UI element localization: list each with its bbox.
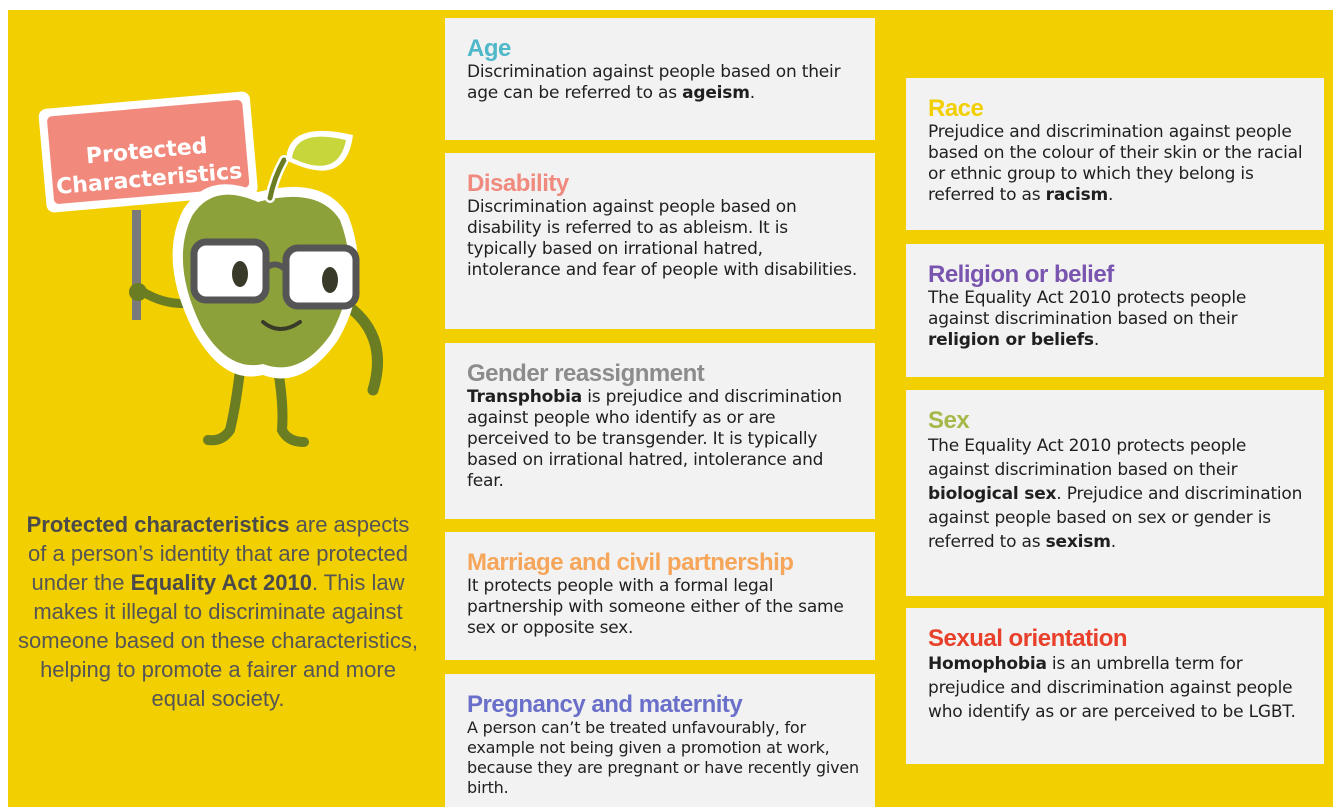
sign-pole: [132, 210, 141, 320]
card-marriage-text: It protects people with a formal legal p…: [467, 576, 844, 638]
intro-act: Equality Act 2010: [130, 570, 312, 595]
card-marriage-title: Marriage and civil partnership: [467, 549, 794, 576]
card-sexual-orientation: Sexual orientation Homophobia is an umbr…: [906, 608, 1324, 764]
mascot-left-eye: [232, 261, 248, 287]
card-disability-text: Discrimination against people based on d…: [467, 197, 858, 280]
card-gender-reassignment: Gender reassignment Transphobia is preju…: [445, 343, 875, 519]
card-sex-term-1: biological sex: [928, 484, 1057, 504]
card-pregnancy: Pregnancy and maternity A person can’t b…: [445, 674, 875, 807]
intro-text-2: . This law makes it illegal to discrimin…: [18, 570, 418, 711]
card-age-text-1: Discrimination against people based on t…: [467, 62, 841, 103]
card-orientation-term: Homophobia: [928, 654, 1047, 674]
card-pregnancy-text: A person can’t be treated unfavourably, …: [467, 718, 859, 797]
card-gender-term: Transphobia: [467, 387, 583, 407]
apple-stem-inner: [267, 157, 287, 201]
card-religion-text-1: The Equality Act 2010 protects people ag…: [928, 288, 1247, 329]
apple-leaf: [292, 136, 346, 166]
card-race: Race Prejudice and discrimination agains…: [906, 78, 1324, 230]
apple-mascot-illustration: [38, 91, 383, 447]
mascot-right-arm: [347, 304, 383, 396]
card-religion-title: Religion or belief: [928, 261, 1114, 288]
card-sex-text-3: .: [1110, 532, 1116, 552]
card-religion-text: The Equality Act 2010 protects people ag…: [928, 288, 1310, 351]
card-gender-text-1: is prejudice and discrimination against …: [467, 387, 842, 491]
card-religion-text-2: .: [1093, 330, 1100, 350]
mascot-left-hand: [129, 283, 147, 301]
card-pregnancy-title: Pregnancy and maternity: [467, 691, 743, 718]
infographic-canvas: Protected Characteristics Protected char…: [8, 10, 1333, 807]
card-orientation-text: Homophobia is an umbrella term for preju…: [928, 652, 1310, 724]
card-disability-title: Disability: [467, 170, 569, 197]
card-sex-text-1: The Equality Act 2010 protects people ag…: [928, 436, 1247, 480]
card-race-text-1: Prejudice and discrimination against peo…: [928, 122, 1303, 205]
card-race-text: Prejudice and discrimination against peo…: [928, 122, 1310, 206]
mascot-right-eye: [322, 267, 338, 293]
card-disability: Disability Discrimination against people…: [445, 153, 875, 329]
card-religion-term: religion or beliefs: [928, 330, 1094, 350]
mascot-left-leg: [203, 365, 245, 446]
card-gender-text: Transphobia is prejudice and discriminat…: [467, 387, 861, 492]
card-religion: Religion or belief The Equality Act 2010…: [906, 244, 1324, 377]
card-gender-title: Gender reassignment: [467, 360, 705, 387]
card-race-title: Race: [928, 95, 984, 122]
sign-board: [47, 100, 250, 204]
card-age-text: Discrimination against people based on t…: [467, 62, 861, 104]
glasses-bridge: [264, 261, 289, 273]
card-sex-term-2: sexism: [1045, 532, 1111, 552]
intro-term: Protected characteristics: [26, 512, 290, 537]
glasses-left-lens: [190, 238, 270, 304]
intro-paragraph: Protected characteristics are aspects of…: [18, 510, 418, 713]
card-sex-text: The Equality Act 2010 protects people ag…: [928, 434, 1310, 554]
card-age-title: Age: [467, 35, 511, 62]
card-race-term: racism: [1045, 185, 1109, 205]
card-sex-text-2: . Prejudice and discrimination against p…: [928, 484, 1303, 552]
card-marriage: Marriage and civil partnership It protec…: [445, 532, 875, 660]
intro-text-1: are aspects of a person’s identity that …: [28, 512, 410, 595]
card-sex-title: Sex: [928, 407, 970, 434]
mascot-smile: [261, 320, 302, 331]
card-age-text-2: .: [749, 83, 755, 103]
card-sex: Sex The Equality Act 2010 protects peopl…: [906, 390, 1324, 596]
card-orientation-text-1: is an umbrella term for prejudice and di…: [928, 654, 1296, 722]
card-age-term: ageism: [682, 83, 750, 103]
card-age: Age Discrimination against people based …: [445, 18, 875, 140]
mascot-right-leg: [273, 365, 309, 447]
glasses-right-lens: [282, 244, 360, 310]
card-race-text-2: .: [1108, 185, 1114, 205]
card-orientation-title: Sexual orientation: [928, 625, 1128, 652]
